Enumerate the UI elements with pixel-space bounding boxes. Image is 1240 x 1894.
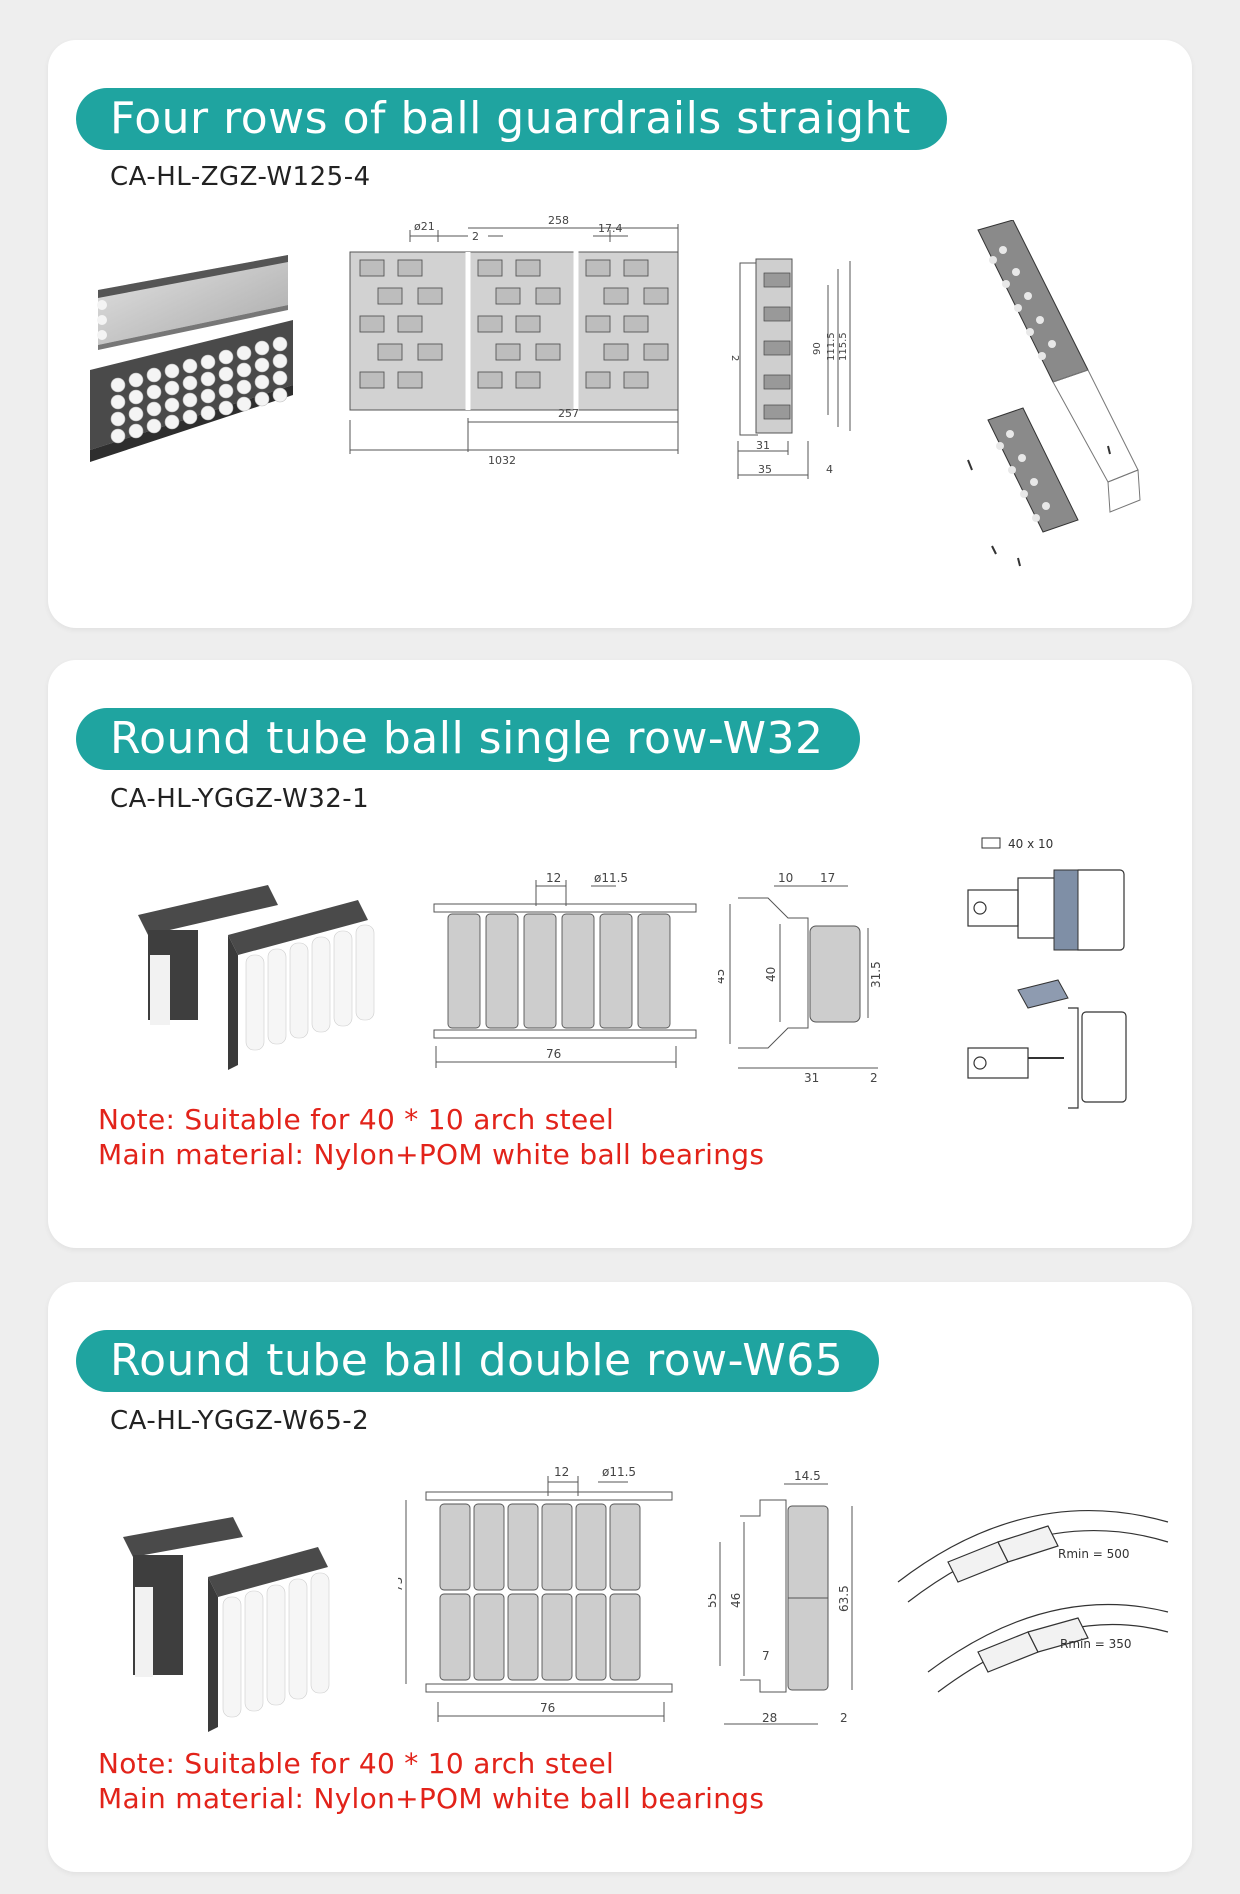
drawing-front-view: 12 ø11.5 75 76: [398, 1465, 673, 1722]
section-title: Round tube ball single row-W32: [76, 708, 860, 770]
product-card-double-row: Round tube ball double row-W65 CA-HL-YGG…: [48, 1282, 1192, 1872]
dim-label: 46: [729, 1593, 743, 1608]
product-card-four-rows: Four rows of ball guardrails straight CA…: [48, 40, 1192, 628]
product-photo-guardrail: [90, 255, 293, 462]
drawing-front-view: 12 ø11.5 76: [433, 871, 697, 1068]
material-text: Main material: Nylon+POM white ball bear…: [98, 1138, 765, 1171]
product-card-single-row: Round tube ball single row-W32 CA-HL-YGG…: [48, 660, 1192, 1248]
dim-label: 76: [546, 1047, 561, 1061]
dim-label: 76: [540, 1701, 555, 1715]
dim-label: 17.4: [598, 222, 623, 235]
dim-label: 2: [870, 1071, 878, 1085]
dim-label: 4: [826, 463, 833, 476]
dim-label: 111.5: [826, 332, 837, 361]
product-photo-double-row: [123, 1517, 330, 1732]
dim-label: 258: [548, 214, 569, 227]
dim-label: 40 x 10: [1008, 837, 1053, 851]
dim-label: 2: [472, 230, 479, 243]
dim-label: 28: [762, 1711, 777, 1725]
dim-label: 1032: [488, 454, 516, 467]
drawing-side-view: 2 90 111.5 115.5 31 35 4: [729, 258, 851, 479]
dim-label: 90: [812, 342, 823, 355]
product-code: CA-HL-ZGZ-W125-4: [110, 162, 371, 192]
drawing-front-view: ø21 2 258 17.4 257 1032: [349, 214, 679, 467]
dim-label: 63.5: [837, 1585, 851, 1612]
product-code: CA-HL-YGGZ-W65-2: [110, 1406, 370, 1436]
curve-radius-drawing: Rmin = 500 Rmin = 350: [897, 1509, 1169, 1693]
product-photo-single-row: [138, 885, 375, 1070]
drawing-side-view: 10 17 45 40 31.5 31 2: [718, 871, 883, 1085]
dim-label: 17: [820, 871, 835, 885]
drawing-side-view: 14.5 55 46 7 63.5 28 2: [708, 1469, 853, 1725]
dim-label: ø11.5: [602, 1465, 636, 1479]
dim-label: 55: [708, 1593, 719, 1608]
note-text: Note: Suitable for 40 * 10 arch steel: [98, 1747, 615, 1780]
dim-label: 31: [804, 1071, 819, 1085]
dim-label: 7: [762, 1649, 770, 1663]
dim-label: 35: [758, 463, 772, 476]
dim-label: ø11.5: [594, 871, 628, 885]
note-text: Note: Suitable for 40 * 10 arch steel: [98, 1103, 615, 1136]
dim-label: 10: [778, 871, 793, 885]
dim-label: 40: [764, 967, 778, 982]
section-title: Round tube ball double row-W65: [76, 1330, 880, 1392]
dim-label: 257: [558, 407, 579, 420]
dim-label: ø21: [414, 220, 435, 233]
dim-label: 45: [718, 969, 727, 984]
dim-label: 2: [840, 1711, 848, 1725]
dim-label: 75: [398, 1577, 405, 1592]
exploded-view-drawing: [967, 220, 1141, 567]
dim-label: 2: [729, 355, 740, 361]
mounting-detail-drawing: 40 x 10: [967, 837, 1127, 1109]
dim-label: 31: [756, 439, 770, 452]
dim-label: 115.5: [838, 332, 849, 361]
radius-label: Rmin = 500: [1058, 1547, 1130, 1561]
dim-label: 12: [546, 871, 561, 885]
dim-label: 31.5: [869, 961, 883, 988]
dim-label: 14.5: [794, 1469, 821, 1483]
product-code: CA-HL-YGGZ-W32-1: [110, 784, 370, 814]
section-title: Four rows of ball guardrails straight: [76, 88, 947, 150]
dim-label: 12: [554, 1465, 569, 1479]
material-text: Main material: Nylon+POM white ball bear…: [98, 1782, 765, 1815]
radius-label: Rmin = 350: [1060, 1637, 1132, 1651]
